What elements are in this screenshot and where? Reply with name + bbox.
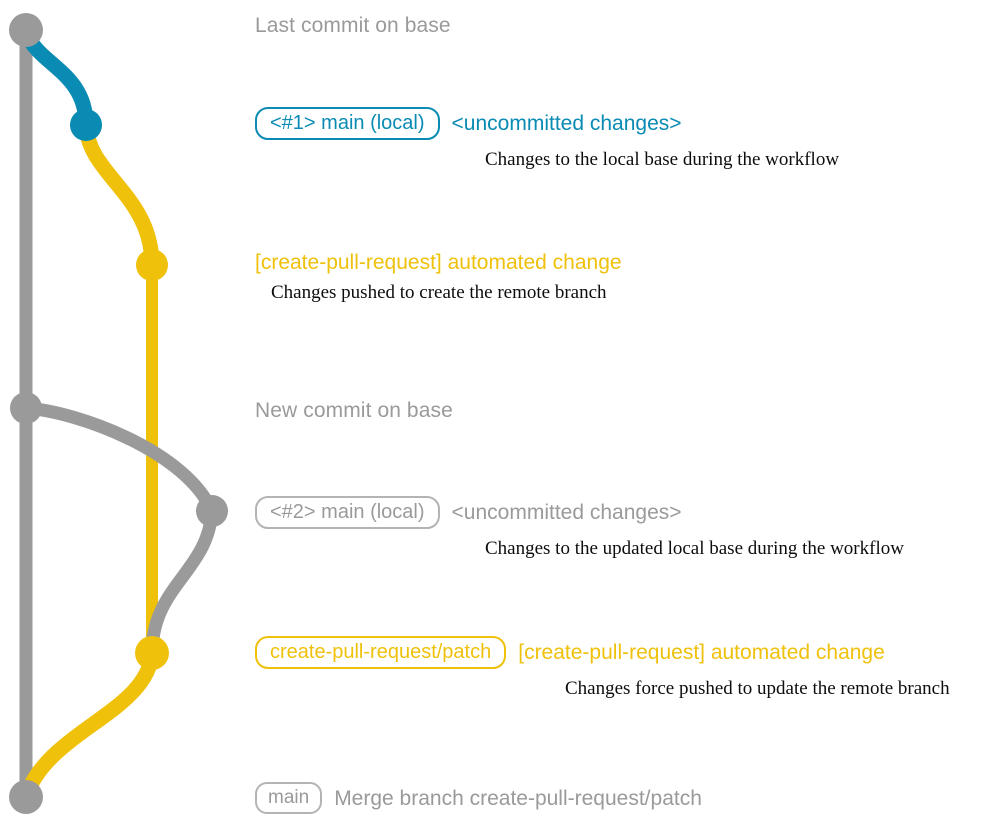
headline-text: New commit on base xyxy=(255,399,453,422)
commit-subject-merge: Merge branch create-pull-request/patch xyxy=(334,786,702,810)
branch-pill-create-pull-request-patch[interactable]: create-pull-request/patch xyxy=(255,636,507,669)
commit-subject-automated-2: [create-pull-request] automated change xyxy=(518,641,885,664)
row-local-2: <#2> main (local) <uncommitted changes> … xyxy=(255,496,904,560)
branch-pill-local-2[interactable]: <#2> main (local) xyxy=(255,496,440,529)
edge-local-2-to-remote-2 xyxy=(145,504,219,660)
edge-base-new-to-local-2 xyxy=(19,401,219,518)
commit-node-remote-1 xyxy=(136,249,168,281)
row-last-commit-on-base: Last commit on base xyxy=(255,14,451,38)
row-merge: main Merge branch create-pull-request/pa… xyxy=(255,782,702,814)
commit-description-local-2: Changes to the updated local base during… xyxy=(485,538,904,559)
commit-node-base-merge xyxy=(9,780,43,814)
commit-subject-local-2: <uncommitted changes> xyxy=(451,501,682,524)
edge-local-1-to-remote-1 xyxy=(78,117,160,273)
commit-line: main Merge branch create-pull-request/pa… xyxy=(255,782,702,814)
commit-subject-local-1: <uncommitted changes> xyxy=(451,112,682,135)
commit-node-local-2 xyxy=(196,495,228,527)
commit-subject-automated-1: [create-pull-request] automated change xyxy=(255,251,622,274)
commit-line: [create-pull-request] automated change xyxy=(255,252,622,273)
row-automated-change-2: create-pull-request/patch [create-pull-r… xyxy=(255,636,950,700)
row-local-1: <#1> main (local) <uncommitted changes> … xyxy=(255,107,839,171)
row-automated-change-1: [create-pull-request] automated change C… xyxy=(255,252,622,304)
commit-node-base-head xyxy=(9,13,43,47)
headline-text: Last commit on base xyxy=(255,14,451,37)
commit-line: create-pull-request/patch [create-pull-r… xyxy=(255,636,950,669)
commit-node-base-new xyxy=(10,392,42,424)
commit-line: <#1> main (local) <uncommitted changes> xyxy=(255,107,839,140)
commit-description-local-1: Changes to the local base during the wor… xyxy=(485,149,840,170)
commit-node-remote-2 xyxy=(135,636,169,670)
branch-pill-local-1[interactable]: <#1> main (local) xyxy=(255,107,440,140)
branch-pill-main[interactable]: main xyxy=(255,782,323,814)
commit-description-automated-2: Changes force pushed to update the remot… xyxy=(565,678,950,699)
commit-line: <#2> main (local) <uncommitted changes> xyxy=(255,496,904,529)
commit-node-local-1 xyxy=(70,109,102,141)
edge-remote-2-to-merge xyxy=(18,645,160,805)
commit-description-automated-1: Changes pushed to create the remote bran… xyxy=(271,282,607,303)
row-new-commit-on-base: New commit on base xyxy=(255,399,453,423)
commit-graph xyxy=(9,13,228,814)
